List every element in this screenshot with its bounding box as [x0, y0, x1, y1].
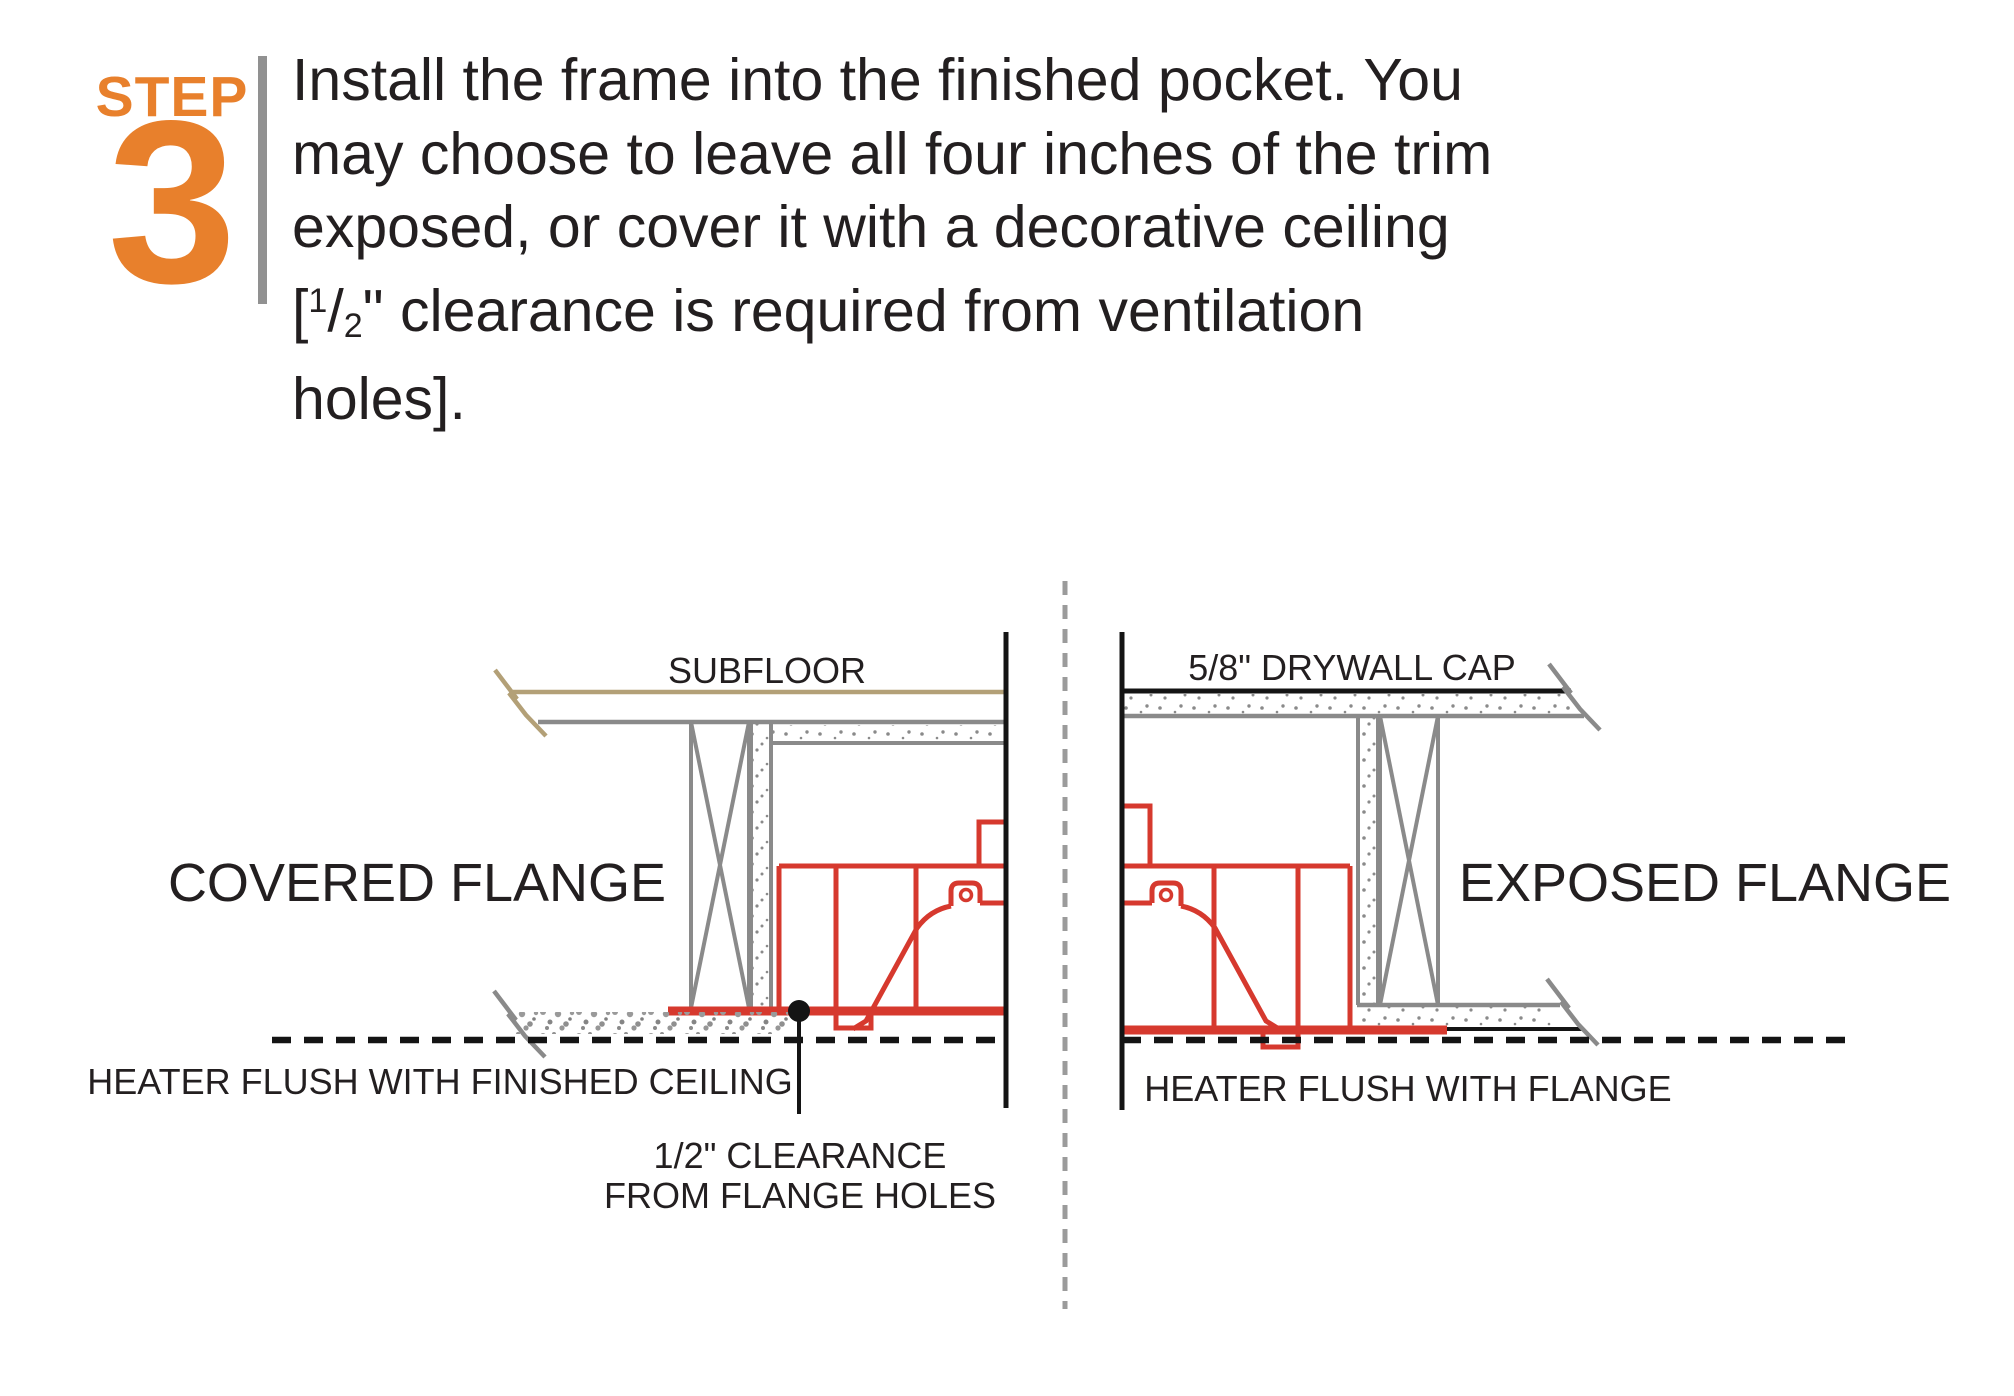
instruction-line: exposed, or cover it with a decorative c…	[292, 194, 1450, 260]
heater-outline-covered	[668, 819, 1006, 1032]
break-mark	[495, 670, 546, 736]
stud-right	[1378, 715, 1440, 1006]
drywall-return-texture	[1359, 1007, 1552, 1027]
instruction-paragraph: Install the frame into the finished pock…	[292, 44, 1492, 437]
break-mark	[1547, 979, 1598, 1045]
exposed-flange-label: EXPOSED FLANGE	[1459, 853, 1951, 913]
drywall-cap-texture	[1124, 694, 1572, 714]
pocket-top-texture	[773, 725, 1004, 740]
flange-hole	[1158, 887, 1174, 903]
step-label: STEP	[95, 65, 249, 129]
flange-hole	[958, 887, 974, 903]
drywall-cap-label: 5/8" DRYWALL CAP	[1188, 647, 1516, 688]
instruction-line: Install the frame into the finished pock…	[292, 47, 1463, 113]
finished-ceiling-texture	[516, 1012, 788, 1034]
clearance-label-line1: 1/2" CLEARANCE	[654, 1135, 947, 1176]
instruction-line: may choose to leave all four inches of t…	[292, 120, 1493, 187]
stud-left	[689, 721, 751, 1009]
subfloor-label: SUBFLOOR	[668, 650, 866, 691]
exposed-flange-detail: 5/8" DRYWALL CAP EXPOSED FLANGE HEATER F…	[1119, 632, 1951, 1110]
covered-flange-label: COVERED FLANGE	[168, 853, 666, 913]
heater-flush-ceiling-label: HEATER FLUSH WITH FINISHED CEILING	[87, 1061, 792, 1102]
drywall-strip-texture	[1359, 718, 1377, 1005]
clearance-label-line2: FROM FLANGE HOLES	[604, 1175, 996, 1216]
instruction-line-fraction: [1/2" clearance is required from ventila…	[292, 277, 1365, 345]
step-divider	[258, 56, 267, 304]
fraction-numerator: 1	[308, 281, 328, 320]
heater-flush-flange-label: HEATER FLUSH WITH FLANGE	[1144, 1068, 1671, 1109]
step-number: 3	[107, 73, 237, 332]
fraction-denominator: 2	[343, 306, 363, 345]
covered-flange-detail: SUBFLOOR COVERED FLANGE HEATER FLUSH WIT…	[87, 632, 1009, 1216]
instruction-line: holes].	[292, 366, 466, 432]
drywall-strip-texture	[752, 724, 770, 1008]
